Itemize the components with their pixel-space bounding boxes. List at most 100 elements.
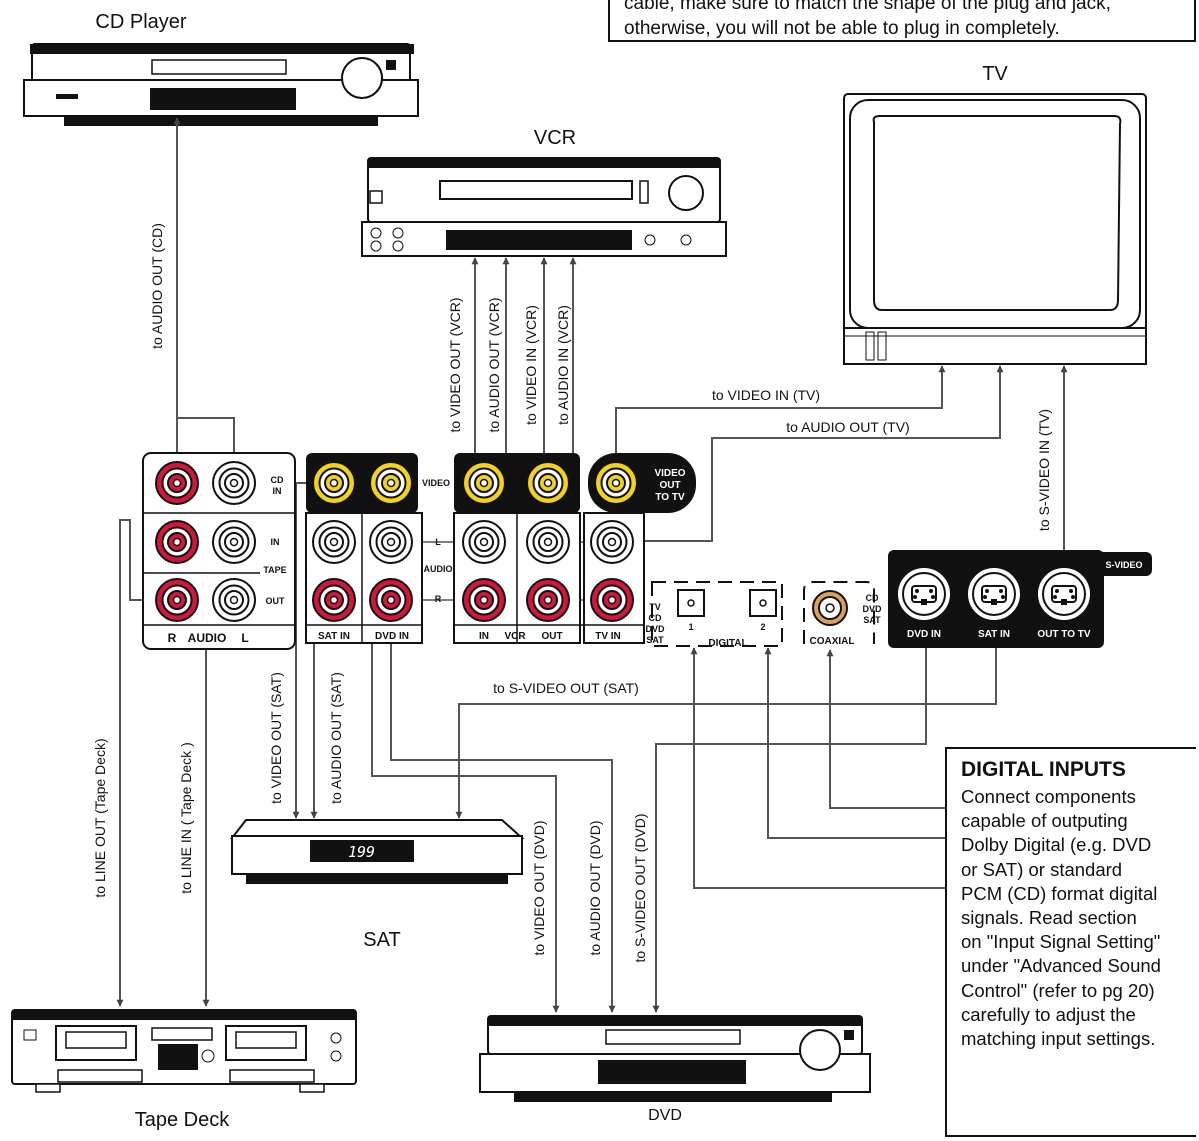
cable-sat-audio-out: to AUDIO OUT (SAT)	[328, 672, 344, 804]
line-coaxial	[826, 649, 946, 809]
tv-in-label: TV IN	[595, 631, 621, 642]
digital-inputs-line: or SAT) or standard	[961, 858, 1123, 880]
cable-dvd-video-out: to VIDEO OUT (DVD)	[531, 820, 547, 955]
cable-vcr-audio-in: to AUDIO IN (VCR)	[555, 305, 571, 425]
sat-display: 199	[348, 843, 375, 861]
digital-optical-panel	[651, 581, 783, 647]
dig-src-tv: TV	[649, 602, 661, 612]
sv-sat-in-label: SAT IN	[978, 629, 1010, 640]
tape-in-r-jack	[155, 520, 199, 564]
cable-dvd-svideo-out: to S-VIDEO OUT (DVD)	[632, 813, 648, 962]
cable-vcr-video-out: to VIDEO OUT (VCR)	[447, 297, 463, 432]
dvd-label: DVD	[648, 1107, 682, 1124]
dvd-in-label: DVD IN	[375, 631, 409, 642]
digital-inputs-line: capable of outputing	[961, 810, 1128, 832]
digital-inputs-line: on "Input Signal Setting"	[961, 931, 1161, 953]
digital-inputs-line: Dolby Digital (e.g. DVD	[961, 834, 1152, 856]
dig-src-cd: CD	[649, 613, 662, 623]
digital-label: DIGITAL	[708, 638, 747, 649]
tape-out-r-jack	[155, 578, 199, 622]
sat-audio-l-jack	[312, 520, 356, 564]
cable-tv-svideo-in: to S-VIDEO IN (TV)	[1036, 409, 1052, 531]
digital-inputs-line: Control" (refer to pg 20)	[961, 979, 1155, 1001]
sat-audio-r-jack	[312, 578, 356, 622]
dvd-video-jack	[369, 461, 413, 505]
l-label: L	[241, 631, 248, 645]
digital-inputs-line: signals. Read section	[961, 907, 1137, 929]
tv-in-audio-r-jack	[590, 578, 634, 622]
coaxial-label: COAXIAL	[810, 636, 855, 647]
cd-in-r-jack	[155, 461, 199, 505]
vcr-video-in-jack	[462, 461, 506, 505]
coax-src-dvd: DVD	[862, 604, 882, 614]
vcr-out-label: OUT	[541, 631, 562, 642]
dvd	[479, 1015, 871, 1102]
cable-vcr-video-in: to VIDEO IN (VCR)	[523, 305, 539, 425]
tv-in-audio-l-jack	[590, 520, 634, 564]
jack-group	[155, 461, 1092, 622]
cable-cd-audio: to AUDIO OUT (CD)	[149, 223, 165, 349]
tape-deck	[11, 1009, 357, 1093]
video-out-label-1: VIDEO	[654, 468, 685, 479]
digital-inputs-heading: DIGITAL INPUTS	[961, 758, 1126, 781]
vcr-out-audio-l-jack	[526, 520, 570, 564]
tv-label: TV	[982, 63, 1008, 85]
tape-in-label: IN	[271, 537, 280, 547]
sv-dvd-in-label: DVD IN	[907, 629, 941, 640]
digital-2-label: 2	[760, 622, 765, 632]
vcr-out-audio-r-jack	[526, 578, 570, 622]
line-cd-audio	[176, 417, 235, 483]
digital-inputs-line: carefully to adjust the	[961, 1003, 1136, 1025]
sv-out-to-tv-label: OUT TO TV	[1037, 629, 1090, 640]
cable-dvd-audio-out: to AUDIO OUT (DVD)	[587, 820, 603, 955]
digital-1-label: 1	[688, 622, 693, 632]
line-sat-svideo	[455, 640, 997, 819]
panel-labels: CD IN IN TAPE OUT R AUDIO L VIDEO VIDEO …	[168, 468, 1143, 649]
cable-tv-audio-out: to AUDIO OUT (TV)	[786, 419, 909, 435]
sat-in-label: SAT IN	[318, 631, 350, 642]
digital-inputs-line: Connect components	[961, 786, 1136, 807]
cd-in-l-jack	[212, 461, 256, 505]
cable-sat-video-out: to VIDEO OUT (SAT)	[268, 672, 284, 804]
line-dvd-audio	[390, 600, 616, 1013]
cd-player-label: CD Player	[95, 11, 186, 33]
digital-inputs-box: DIGITAL INPUTS Connect components capabl…	[945, 747, 1196, 1137]
sat: 199	[229, 819, 525, 884]
sat-label: SAT	[363, 929, 400, 951]
dvd-audio-l-jack	[369, 520, 413, 564]
cable-tv-video-in: to VIDEO IN (TV)	[712, 387, 820, 403]
svideo-sat-in-jack	[966, 566, 1022, 622]
tape-in-l-jack	[212, 520, 256, 564]
vcr-panel-label: VCR	[504, 631, 526, 642]
note-line-2: otherwise, you will not be able to plug …	[624, 18, 1060, 39]
cable-sat-svideo-out: to S-VIDEO OUT (SAT)	[493, 680, 639, 696]
video-out-label-2: OUT	[659, 480, 680, 491]
vcr	[361, 157, 727, 257]
coaxial-panel	[803, 581, 875, 644]
vcr-label: VCR	[534, 127, 576, 149]
digital-inputs-line: PCM (CD) format digital	[961, 882, 1158, 904]
vcr-video-out-jack	[526, 461, 570, 505]
digital-inputs-body: Connect components capable of outputing …	[961, 785, 1188, 1051]
coax-src-sat: SAT	[863, 615, 881, 625]
svideo-dvd-in-jack	[896, 566, 952, 622]
row-audio-label: AUDIO	[424, 564, 453, 574]
tape-out-label: OUT	[266, 596, 286, 606]
row-l-label: L	[435, 537, 441, 547]
dvd-audio-r-jack	[369, 578, 413, 622]
cable-tape-line-in: to LINE IN ( Tape Deck )	[178, 742, 194, 893]
tv	[843, 93, 1147, 365]
svideo-out-tv-jack	[1036, 566, 1092, 622]
sat-video-jack	[312, 461, 356, 505]
vcr-in-audio-r-jack	[462, 578, 506, 622]
tape-deck-label: Tape Deck	[135, 1109, 230, 1131]
coax-src-cd: CD	[866, 593, 879, 603]
svideo-label: S-VIDEO	[1105, 560, 1142, 570]
tape-label: TAPE	[263, 565, 286, 575]
video-out-label-3: TO TV	[655, 492, 685, 503]
cd-in-label-1: CD	[271, 475, 284, 485]
note-line-1: cable, make sure to match the shape of t…	[624, 0, 1111, 14]
dig-src-sat: SAT	[646, 635, 664, 645]
line-digital-2	[764, 647, 946, 839]
